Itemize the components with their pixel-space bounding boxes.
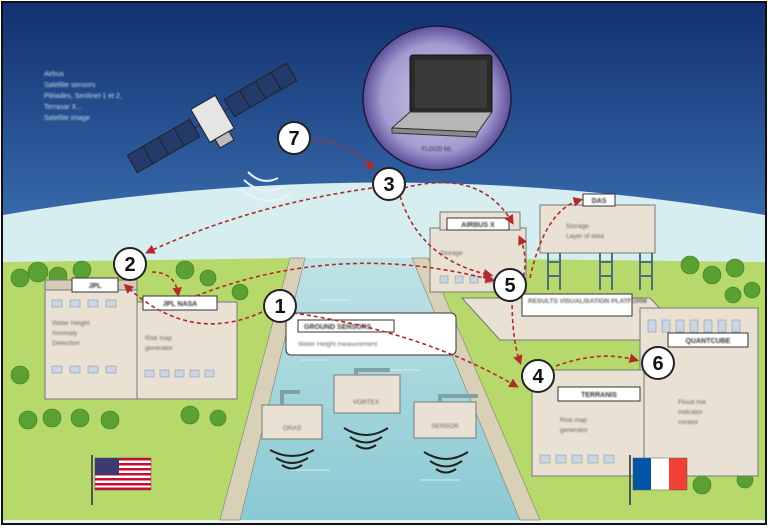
trees <box>10 255 761 495</box>
caption-line-1: Airbus <box>44 71 64 78</box>
sensor-a-label: ORAS <box>283 425 302 432</box>
label-jpl: JPL <box>71 277 119 293</box>
caption-line-4: Terrasar X... <box>44 104 82 111</box>
risk-map-desc-2: generator <box>560 427 589 434</box>
arrow-1-to-4 <box>285 311 519 388</box>
left-building-desc-1: Water Height <box>52 320 90 327</box>
risk-map-desc-1: Risk map <box>560 417 587 424</box>
quantcube-desc-1: Flood risk <box>678 399 707 406</box>
step-6-label: 6 <box>652 353 663 375</box>
laptop-icon: FLOOD ML <box>362 25 512 171</box>
step-4-label: 4 <box>532 366 544 388</box>
arrow-5-to-data <box>529 197 584 279</box>
airbus-building-label: AIRBUS X <box>461 222 495 229</box>
caption-line-5: Satellite image <box>44 115 90 122</box>
arrow-7-to-3 <box>311 139 375 171</box>
step-7: 7 <box>277 121 311 155</box>
sensor-c-label: SENSOR <box>431 423 459 430</box>
step-1: 1 <box>263 289 297 323</box>
quantcube-desc-3: creator <box>678 419 699 426</box>
us-flag-icon <box>91 455 152 505</box>
fr-flag-icon <box>629 455 688 505</box>
river-sensor-c: SENSOR <box>413 394 478 474</box>
ground-sensors-callout: GROUND SENSORS Water Height measurement <box>285 312 457 356</box>
river-sensor-a: ORAS <box>261 390 323 470</box>
left-bank <box>219 257 306 521</box>
sky-caption: Airbus Satellite sensors Pléiades, Senti… <box>44 71 122 122</box>
airbus-building-desc: Storage <box>440 250 463 257</box>
ground-sensors-desc: Water Height measurement <box>298 341 377 348</box>
arrow-2-to-jplnasa <box>151 271 182 298</box>
arrow-jplnasa-to-5 <box>195 262 496 297</box>
label-jpl-nasa-text: JPL NASA <box>163 301 198 308</box>
results-platform-label: RESULTS VISUALISATION PLATFORM <box>528 298 647 305</box>
risk-map-building-label: TERRANIS <box>581 392 617 399</box>
quantcube-desc-2: indicator <box>678 409 703 416</box>
satellite-icon <box>126 62 298 202</box>
center-building-desc-1: Risk map <box>145 335 172 342</box>
building-center-left: Risk map generator <box>136 301 238 400</box>
center-building-desc-2: generator <box>145 345 174 352</box>
data-building-label: DAS <box>592 198 607 205</box>
laptop-label: FLOOD ML <box>422 147 453 153</box>
data-building-desc-1: Storage <box>566 223 589 230</box>
building-airbus: AIRBUS X Storage <box>429 211 527 293</box>
step-7-label: 7 <box>288 128 299 150</box>
arrow-5-to-4 <box>511 297 523 366</box>
step-1-label: 1 <box>274 296 285 318</box>
arrow-1-to-2 <box>123 283 263 325</box>
arrow-4-to-6 <box>555 353 640 367</box>
left-building-desc-2: Anomaly <box>52 330 78 337</box>
step-3-label: 3 <box>383 174 394 196</box>
results-platform: RESULTS VISUALISATION PLATFORM <box>460 293 692 341</box>
step-2-label: 2 <box>124 254 135 276</box>
river-sensor-b: VORTEX <box>333 368 401 450</box>
flow-arrows <box>123 139 640 388</box>
step-4: 4 <box>521 359 555 393</box>
building-risk-map: TERRANIS Risk map generator <box>531 369 645 477</box>
step-5: 5 <box>493 268 527 302</box>
quantcube-label: QUANTCUBE <box>686 338 731 345</box>
arrow-3-to-2 <box>145 187 373 254</box>
building-left: Water Height Anomaly Detection <box>44 279 138 400</box>
step-5-label: 5 <box>504 275 515 297</box>
caption-line-3: Pléiades, Sentinel-1 et 2, <box>44 93 122 100</box>
sensor-b-label: VORTEX <box>353 399 380 406</box>
label-jpl-text: JPL <box>89 283 103 290</box>
caption-line-2: Satellite sensors <box>44 82 96 89</box>
arrow-5-to-airbus <box>518 235 528 291</box>
step-2: 2 <box>113 247 147 281</box>
arrow-3-to-5 <box>399 195 494 279</box>
step-6: 6 <box>641 346 675 380</box>
data-building-desc-2: Layer of data <box>566 233 604 240</box>
arrow-3-to-airbus <box>403 181 514 225</box>
ground-sensors-title: GROUND SENSORS <box>304 324 372 331</box>
step-3: 3 <box>372 167 406 201</box>
building-quantcube: QUANTCUBE Flood risk indicator creator <box>639 307 759 477</box>
left-building-desc-3: Detection <box>52 340 80 347</box>
